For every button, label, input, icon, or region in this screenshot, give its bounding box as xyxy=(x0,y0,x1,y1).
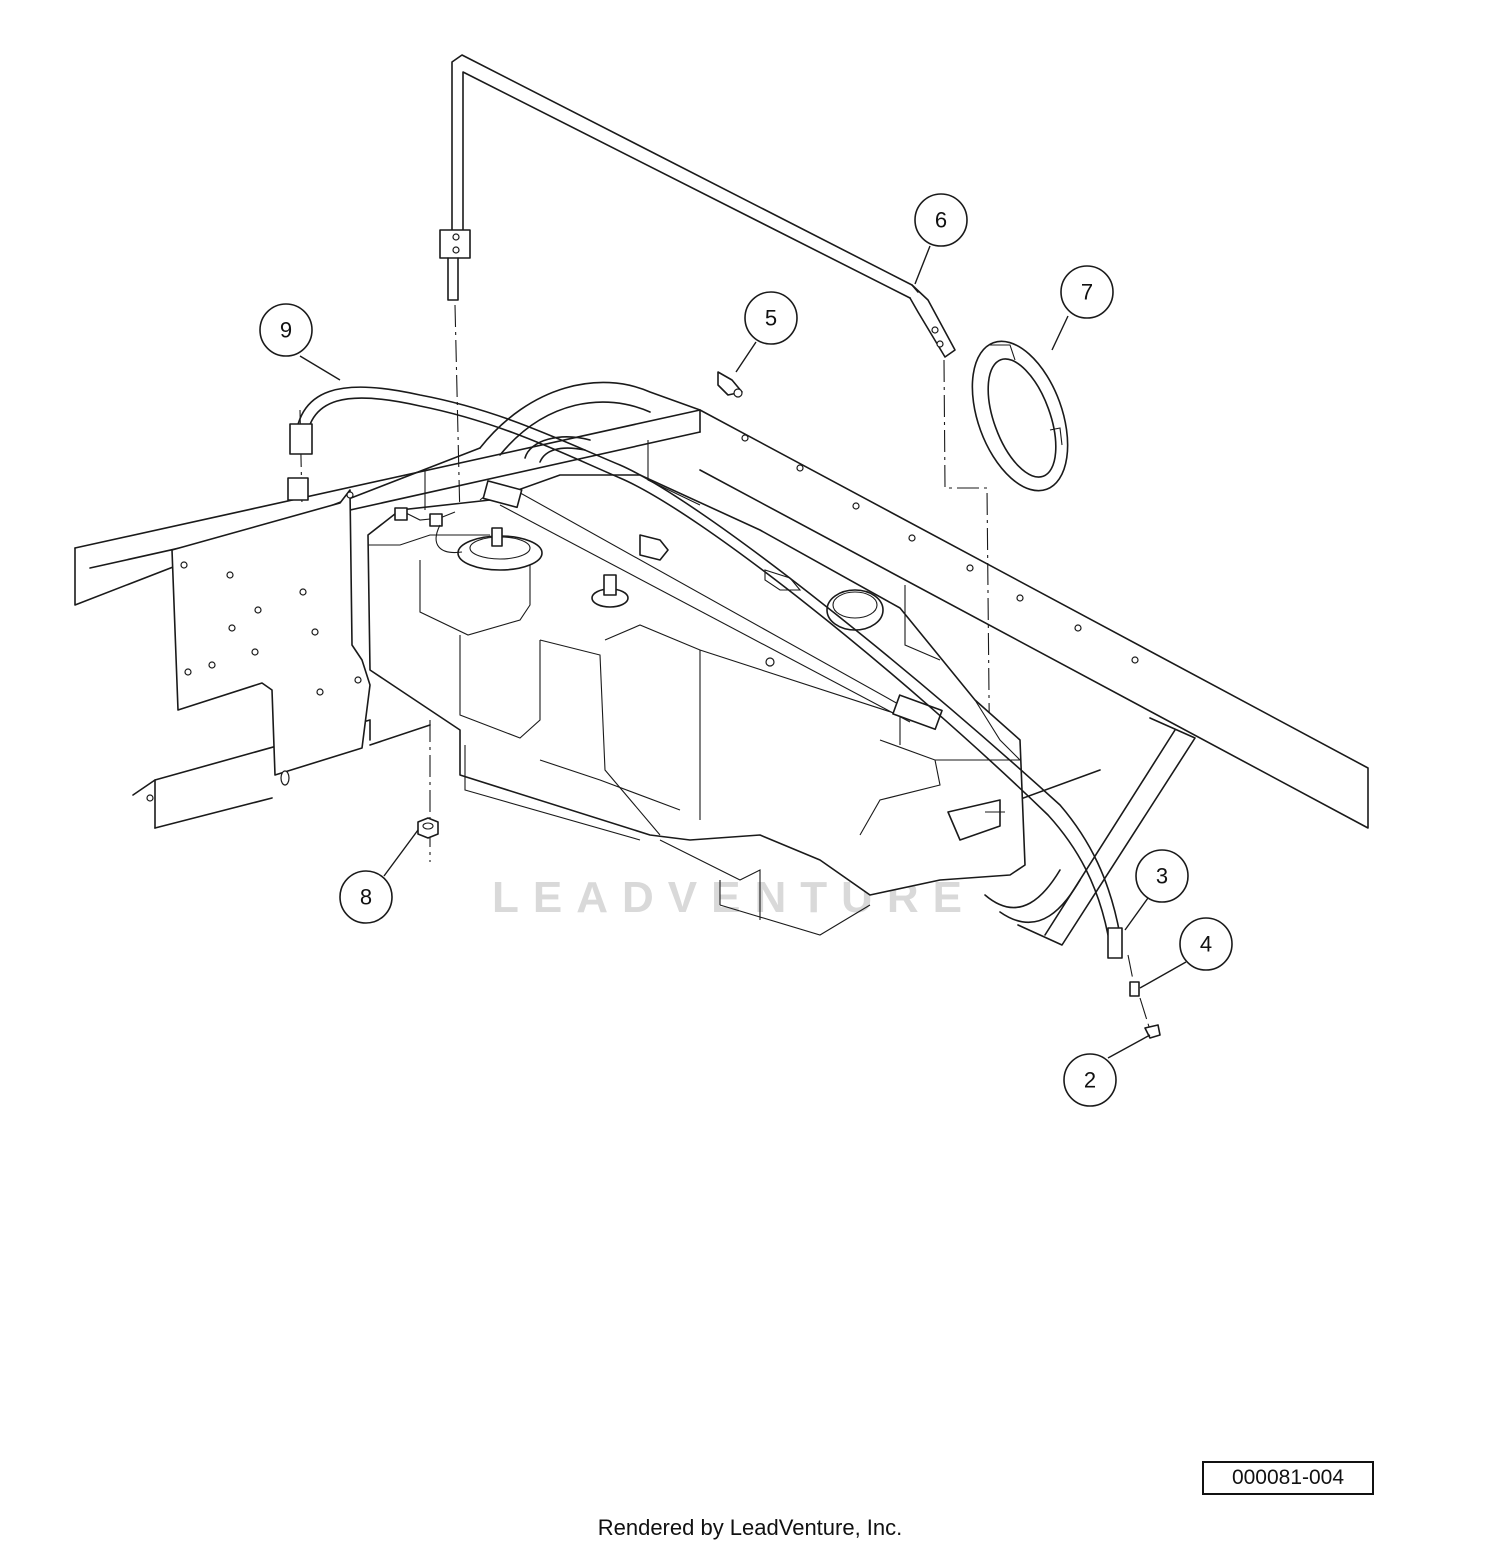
callout-6[interactable]: 6 xyxy=(914,193,968,247)
callout-7-circle xyxy=(1060,265,1114,319)
callout-2[interactable]: 2 xyxy=(1063,1053,1117,1107)
callout-3-label: 3 xyxy=(1156,864,1168,889)
callout-4-circle xyxy=(1179,917,1233,971)
reference-number: 000081-004 xyxy=(1202,1461,1374,1495)
callout-9-label: 9 xyxy=(280,318,292,343)
callout-2-circle xyxy=(1063,1053,1117,1107)
callout-3-circle xyxy=(1135,849,1189,903)
tank-bracket xyxy=(424,440,1005,841)
callout-7-label: 7 xyxy=(1081,280,1093,305)
callout-2-label: 2 xyxy=(1084,1068,1096,1093)
filler-ring xyxy=(971,340,1069,492)
callout-6-label: 6 xyxy=(935,208,947,233)
callout-5-label: 5 xyxy=(765,306,777,331)
callout-7[interactable]: 7 xyxy=(1060,265,1114,319)
tank-strap xyxy=(439,54,956,358)
callout-3[interactable]: 3 xyxy=(1135,849,1189,903)
fuel-hose xyxy=(287,386,1123,959)
callout-8[interactable]: 8 xyxy=(339,870,393,924)
callout-5[interactable]: 5 xyxy=(744,291,798,345)
callout-9[interactable]: 9 xyxy=(259,303,313,357)
callout-5-circle xyxy=(744,291,798,345)
callout-9-circle xyxy=(259,303,313,357)
callout-4-label: 4 xyxy=(1200,932,1212,957)
callout-8-circle xyxy=(339,870,393,924)
callout-4[interactable]: 4 xyxy=(1179,917,1233,971)
fuel-tank xyxy=(367,474,1026,936)
tank-top xyxy=(394,480,943,731)
nut xyxy=(417,817,439,839)
leader-lines xyxy=(299,245,1187,1059)
rear-frame xyxy=(479,381,1081,924)
vent-fitting xyxy=(717,371,743,398)
callout-6-circle xyxy=(914,193,968,247)
mounting-plate xyxy=(171,489,371,786)
hose-fittings xyxy=(1129,981,1161,1039)
footer-credit: Rendered by LeadVenture, Inc. xyxy=(597,1515,903,1540)
callout-8-label: 8 xyxy=(360,885,372,910)
